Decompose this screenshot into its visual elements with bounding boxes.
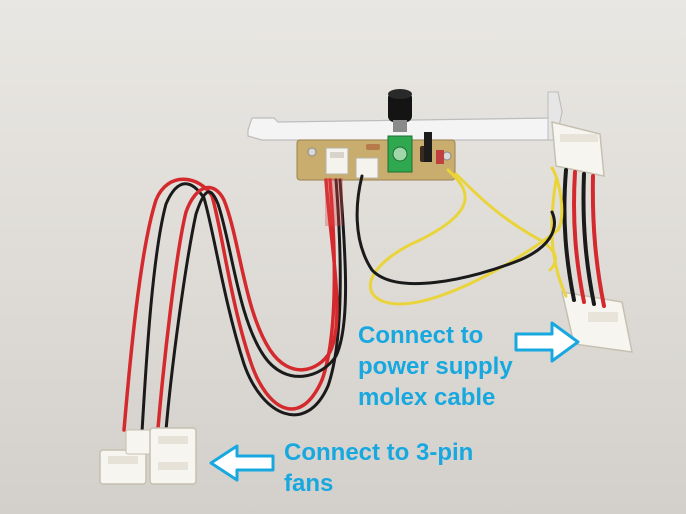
circuit-board	[296, 132, 456, 181]
fan-connectors	[99, 427, 197, 485]
molex-connector-top	[551, 121, 605, 177]
power-supply-label-line-3: molex cable	[358, 384, 496, 411]
supply-wires	[355, 166, 564, 306]
fans-label-line-1: Connect to 3-pin	[284, 439, 474, 466]
molex-wires	[550, 168, 606, 308]
fans-label-line-2: fans	[284, 470, 334, 497]
fans-label: Connect to 3-pin fans	[284, 437, 473, 499]
speed-knob	[388, 89, 412, 132]
fan-cables	[122, 177, 348, 434]
power-supply-label-line-2: power supply	[358, 353, 513, 380]
power-supply-label-line-1: Connect to	[358, 322, 484, 349]
arrow-left-icon	[209, 444, 275, 482]
arrow-right-icon	[514, 321, 580, 363]
power-supply-label: Connect to power supply molex cable	[358, 320, 513, 413]
